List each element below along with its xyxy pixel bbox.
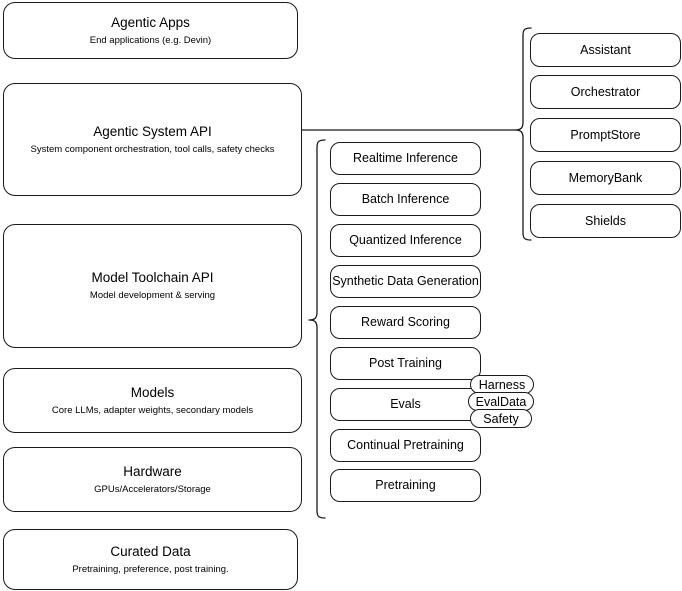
- evals-badge-label: EvalData: [475, 394, 527, 409]
- layer-title: Agentic Apps: [111, 14, 190, 30]
- evals-badge-harness[interactable]: Harness: [470, 375, 534, 394]
- layer-box-models[interactable]: Models Core LLMs, adapter weights, secon…: [3, 368, 302, 433]
- evals-badge-evaldata[interactable]: EvalData: [468, 392, 534, 411]
- component-label: Post Training: [369, 356, 442, 370]
- layer-box-agentic-apps[interactable]: Agentic Apps End applications (e.g. Devi…: [3, 2, 298, 59]
- evals-badge-safety[interactable]: Safety: [470, 409, 532, 428]
- component-label: MemoryBank: [568, 170, 643, 185]
- component-label: PromptStore: [570, 127, 641, 142]
- layer-subtitle: GPUs/Accelerators/Storage: [94, 483, 211, 495]
- layer-subtitle: Pretraining, preference, post training.: [72, 563, 229, 575]
- component-label: Shields: [585, 213, 626, 228]
- component-box-shields[interactable]: Shields: [530, 204, 681, 238]
- brace-model-toolchain-components: [300, 136, 326, 524]
- component-box-pretraining[interactable]: Pretraining: [330, 469, 481, 502]
- layer-subtitle: End applications (e.g. Devin): [89, 34, 212, 46]
- component-label: Assistant: [580, 42, 631, 57]
- component-box-synthetic-data-generation[interactable]: Synthetic Data Generation: [330, 265, 481, 298]
- component-box-realtime-inference[interactable]: Realtime Inference: [330, 142, 481, 175]
- component-label: Realtime Inference: [353, 151, 458, 165]
- component-label: Continual Pretraining: [347, 438, 464, 452]
- component-label: Pretraining: [375, 478, 436, 492]
- evals-badge-label: Harness: [478, 377, 526, 392]
- layer-box-agentic-system-api[interactable]: Agentic System API System component orch…: [3, 83, 302, 196]
- component-label: Synthetic Data Generation: [332, 274, 479, 288]
- layer-title: Agentic System API: [93, 123, 212, 139]
- layer-subtitle: Model development & serving: [89, 290, 216, 301]
- layer-title: Hardware: [123, 463, 182, 479]
- component-box-memorybank[interactable]: MemoryBank: [530, 161, 681, 195]
- component-box-quantized-inference[interactable]: Quantized Inference: [330, 224, 481, 257]
- component-box-orchestrator[interactable]: Orchestrator: [530, 75, 681, 109]
- layer-box-model-toolchain-api[interactable]: Model Toolchain API Model development & …: [3, 224, 302, 348]
- evals-badge-label: Safety: [483, 411, 519, 426]
- layer-box-curated-data[interactable]: Curated Data Pretraining, preference, po…: [3, 529, 298, 590]
- layer-title: Models: [130, 384, 175, 400]
- component-box-assistant[interactable]: Assistant: [530, 33, 681, 67]
- component-label: Orchestrator: [570, 84, 641, 99]
- component-label: Reward Scoring: [361, 315, 450, 329]
- component-label: Evals: [390, 397, 421, 411]
- layer-title: Curated Data: [110, 543, 191, 559]
- component-box-post-training[interactable]: Post Training: [330, 347, 481, 380]
- component-box-reward-scoring[interactable]: Reward Scoring: [330, 306, 481, 339]
- component-label: Batch Inference: [361, 192, 450, 206]
- connector-system-api-to-components: [302, 120, 522, 142]
- layer-box-hardware[interactable]: Hardware GPUs/Accelerators/Storage: [3, 447, 302, 512]
- layer-title: Model Toolchain API: [91, 270, 214, 285]
- component-box-continual-pretraining[interactable]: Continual Pretraining: [330, 429, 481, 462]
- component-box-evals[interactable]: Evals: [330, 388, 481, 421]
- layer-subtitle: System component orchestration, tool cal…: [30, 143, 275, 155]
- component-box-promptstore[interactable]: PromptStore: [530, 118, 681, 152]
- component-box-batch-inference[interactable]: Batch Inference: [330, 183, 481, 216]
- layer-subtitle: Core LLMs, adapter weights, secondary mo…: [51, 404, 254, 416]
- component-label: Quantized Inference: [349, 233, 462, 247]
